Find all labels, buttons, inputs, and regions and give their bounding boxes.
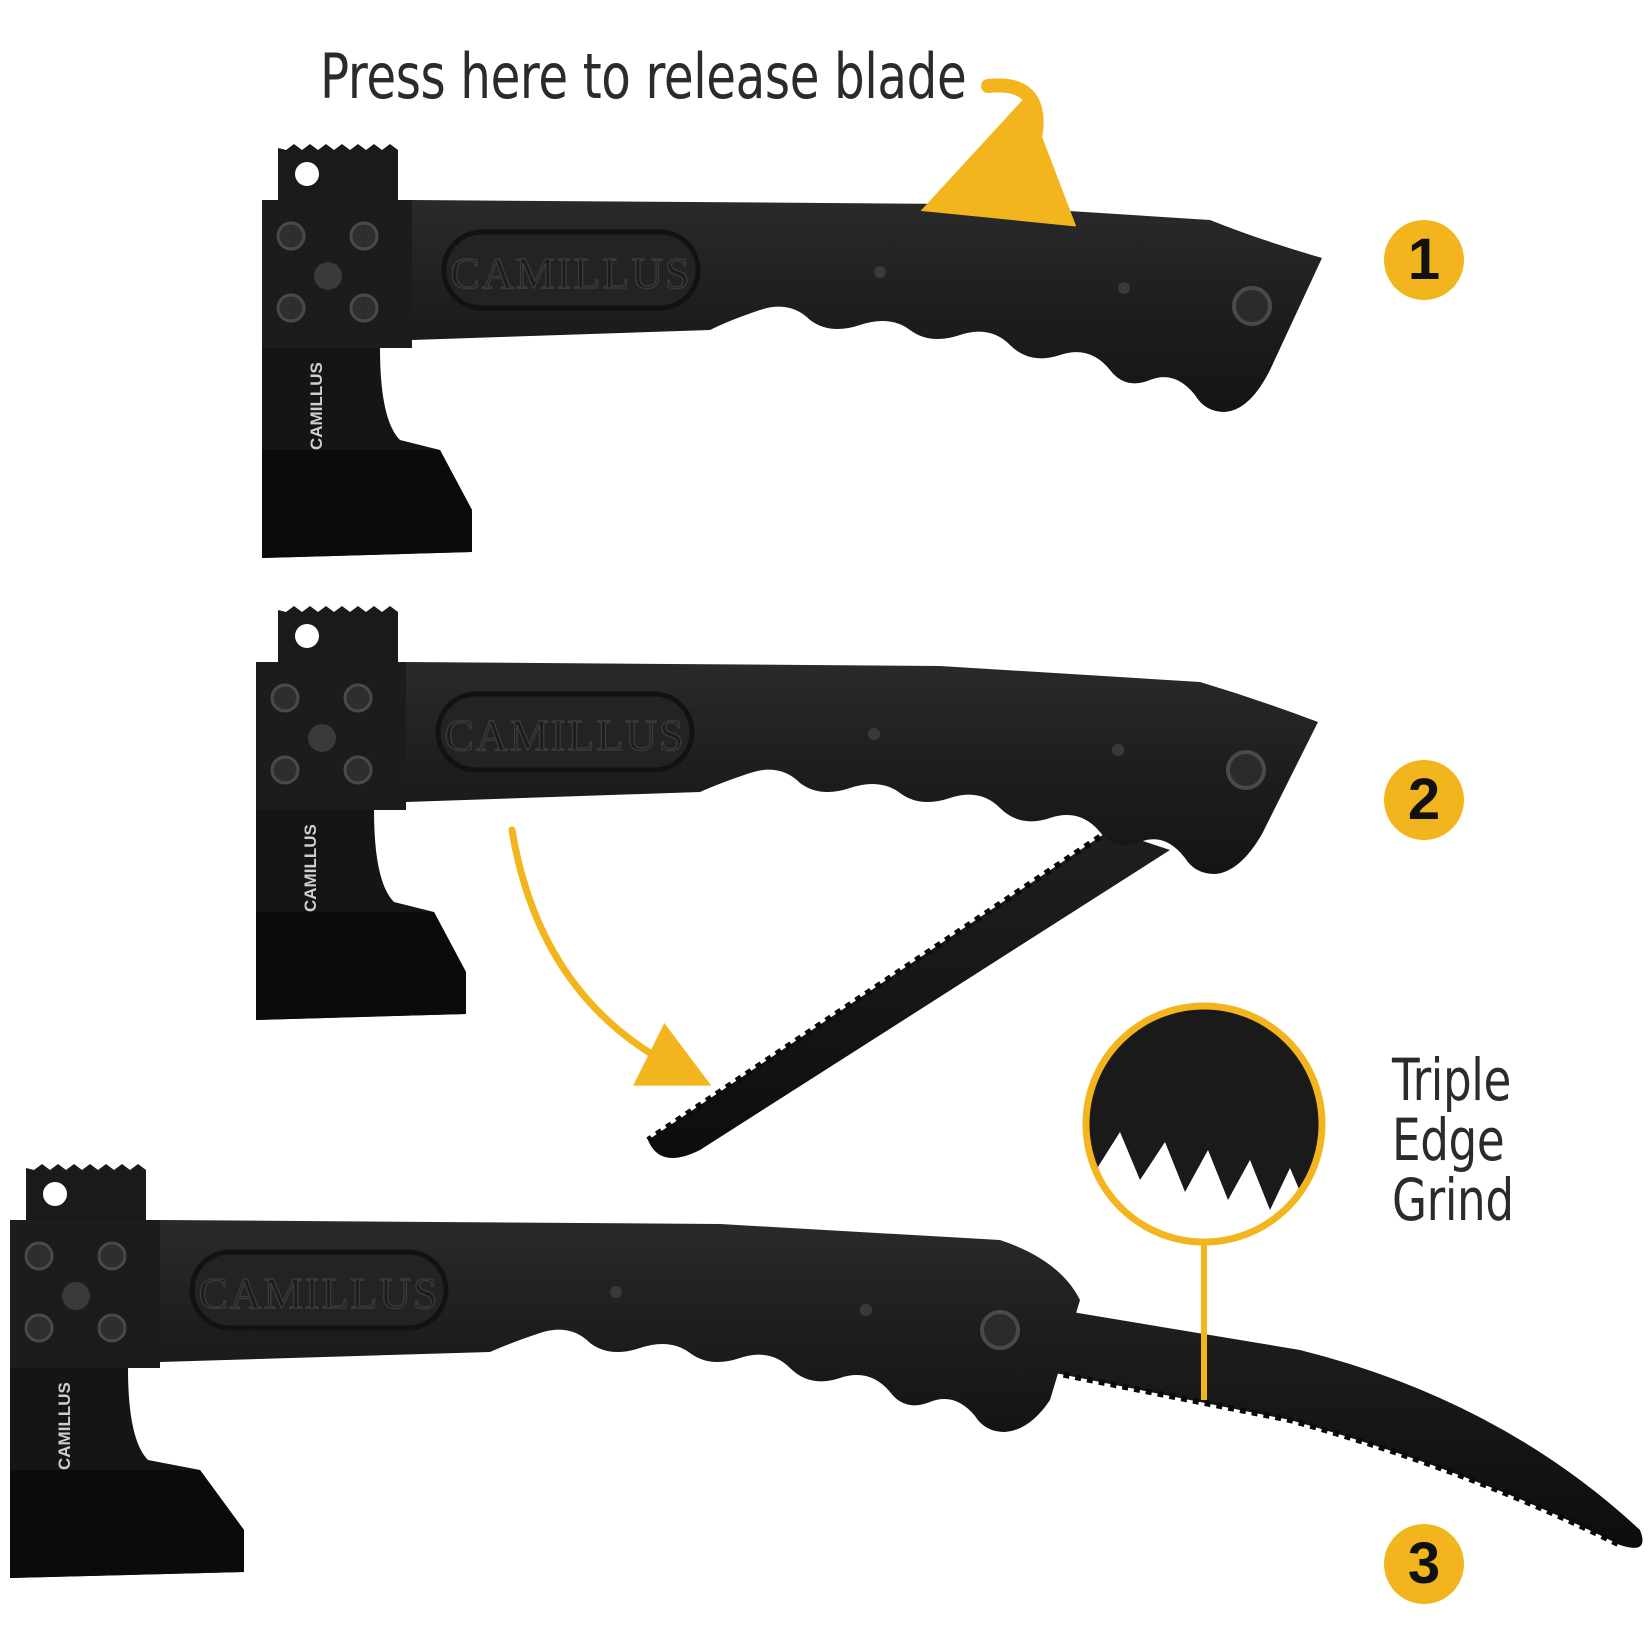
svg-text:CAMILLUS: CAMILLUS [301, 824, 320, 912]
feature-line: Grind [1392, 1166, 1514, 1234]
hatchet-closed: CAMILLUS CAMILLUS [262, 144, 1322, 558]
svg-text:CAMILLUS: CAMILLUS [445, 711, 686, 760]
svg-text:CAMILLUS: CAMILLUS [199, 1269, 440, 1318]
feature-line: Edge [1392, 1106, 1505, 1174]
feature-label: Triple Edge Grind [1392, 1050, 1514, 1230]
zoomed-teeth [1086, 1006, 1322, 1215]
swing-arrow [508, 826, 712, 1086]
release-arrow [920, 78, 1077, 227]
saw-blade-opening [648, 830, 1170, 1158]
handle-logo: CAMILLUS [451, 249, 692, 298]
release-instruction: Press here to release blade [320, 40, 967, 113]
hatchet-head-spine [278, 144, 398, 200]
svg-text:CAMILLUS: CAMILLUS [55, 1382, 74, 1470]
step-badge-1: 1 [1384, 220, 1464, 300]
step-badge-3: 3 [1384, 1524, 1464, 1604]
feature-line: Triple [1392, 1046, 1511, 1114]
hatchet-opening: CAMILLUS CAMILLUS [256, 606, 1318, 1158]
handle-logo-plate [441, 229, 701, 311]
lanyard-hole [295, 162, 319, 186]
pivot-screw [1232, 286, 1272, 326]
hex-bolts [276, 221, 379, 323]
hatchet-saw-open: CAMILLUS CAMILLUS [10, 1164, 1643, 1578]
saw-blade-extended [1040, 1310, 1643, 1548]
teeth-zoom-callout [1082, 1002, 1326, 1400]
head-logo: CAMILLUS [307, 362, 326, 450]
zoom-ring [1082, 1002, 1326, 1246]
step-badge-2: 2 [1384, 760, 1464, 840]
